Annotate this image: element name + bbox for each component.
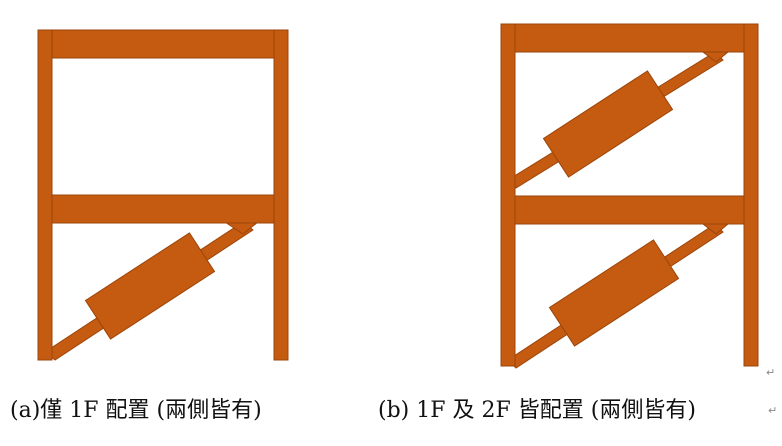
frame-a-right-column [273, 29, 289, 361]
frame-b-left-column [500, 23, 516, 367]
frame-a-left-column [37, 29, 53, 361]
caption-frame-a: (a)僅 1F 配置 (兩側皆有) [10, 398, 262, 423]
frame-b-roof-beam [514, 23, 745, 53]
frame-b-floor-beam [514, 195, 745, 225]
paragraph-mark: ↵ [766, 366, 776, 379]
frame-b [500, 23, 759, 369]
frame-a-floor-beam [51, 194, 275, 224]
caption-frame-b: (b) 1F 及 2F 皆配置 (兩側皆有) [378, 398, 696, 423]
frame-b-damper-1f [548, 239, 680, 347]
frame-a [37, 29, 289, 361]
paragraph-mark: ↵ [768, 404, 778, 417]
frame-a-damper-1f [84, 232, 216, 340]
frame-a-roof-beam [51, 29, 275, 59]
frame-b-damper-2f [542, 70, 674, 178]
frame-b-right-column [743, 23, 759, 367]
